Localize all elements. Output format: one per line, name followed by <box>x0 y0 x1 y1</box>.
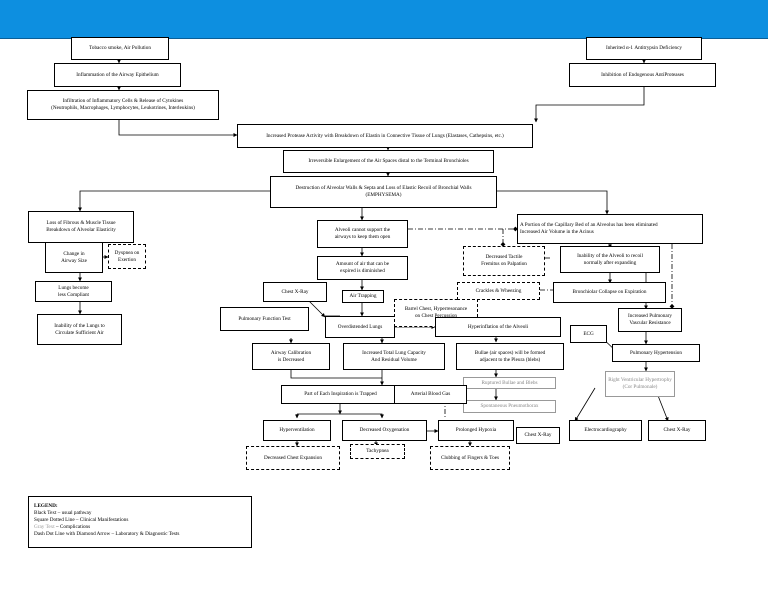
box-infiltration: Infiltration of Inflammatory Cells & Rel… <box>27 90 219 120</box>
box-pft: Pulmonary Function Test <box>220 307 309 331</box>
box-change-airway: Change in Airway Size <box>45 242 103 273</box>
legend-black: Black Text – usual pathway <box>34 510 92 517</box>
box-ruptured: Ruptured Bullae and Blebs <box>463 377 556 389</box>
legend-dash: Dash Dot Line with Diamond Arrow – Labor… <box>34 531 180 538</box>
title-banner <box>0 0 768 39</box>
box-rvh: Right Ventricular Hypertrophy (Cor Pulmo… <box>605 371 675 397</box>
box-increased-pvr: Increased Pulmonary Vascular Resistance <box>618 308 682 332</box>
legend: LEGEND: Black Text – usual pathway Squar… <box>28 496 252 548</box>
legend-grey-label: Gray Text <box>34 524 55 531</box>
box-destruction: Destruction of Alveolar Walls & Septa an… <box>270 176 497 208</box>
box-ecg: ECG <box>570 325 607 343</box>
box-dyspnea: Dyspnea on Exertion <box>108 244 146 269</box>
box-hyperventilation: Hyperventilation <box>263 420 331 441</box>
box-prolonged-hypoxia: Prolonged Hypoxia <box>438 420 514 441</box>
box-decreased-chest-expansion: Decreased Chest Expansion <box>246 446 340 470</box>
box-bullae: Bullae (air spaces) will be formed adjac… <box>456 343 564 370</box>
box-lungs-less-compliant: Lungs become less Compliant <box>35 281 112 302</box>
box-abg: Arterial Blood Gas <box>394 385 467 404</box>
box-air-trapping: Air Trapping <box>342 290 384 303</box>
box-chest-xray-3: Chest X-Ray <box>648 420 706 441</box>
box-inability-circulate: Inability of the Lungs to Circulate Suff… <box>37 314 122 345</box>
box-chest-xray-1: Chest X-Ray <box>263 282 327 302</box>
box-bronchiolar: Bronchiolar Collapse on Expiration <box>553 282 666 303</box>
box-decreased-oxygenation: Decreased Oxygenation <box>342 420 427 441</box>
box-electrocardiography: Electrocardiography <box>569 420 642 441</box>
box-decreased-tactile: Decreased Tactile Fremitus on Palpation <box>463 246 545 276</box>
box-capillary-bed: A Portion of the Capillary Bed of an Alv… <box>517 214 703 244</box>
box-irreversible: Irreversible Enlargement of the Air Spac… <box>283 150 494 173</box>
box-tobacco: Tobacco smoke, Air Pollution <box>71 37 169 60</box>
box-inherited: Inherited α-1 Antitrypsin Deficiency <box>586 37 702 60</box>
legend-grey-rest: – Complications <box>54 524 91 531</box>
box-hyperinflation: Hyperinflation of the Alveoli <box>435 317 561 337</box>
box-inhibition: Inhibition of Endogenous AntiProteases <box>569 63 716 87</box>
box-increased-tlc: Increased Total Lung Capacity And Residu… <box>343 343 445 370</box>
box-amount-air: Amount of air that can be expired is dim… <box>317 256 408 280</box>
box-loss-fibrous: Loss of Fibrous & Muscle Tissue Breakdow… <box>28 211 134 243</box>
box-part-inspiration: Part of Each Inspiration is Trapped <box>281 385 400 404</box>
box-inflammation: Inflammation of the Airway Epithelium <box>54 63 181 87</box>
box-alveoli-cannot: Alveoli cannot support the airways to ke… <box>317 220 408 248</box>
box-chest-xray-2: Chest X-Ray <box>516 427 560 444</box>
legend-grey: Gray Text – Complications <box>34 524 246 531</box>
legend-square: Square Dotted Line – Clinical Manifestat… <box>34 517 129 524</box>
box-overdistended: Overdistended Lungs <box>325 316 395 338</box>
box-tachypnea: Tachypnea <box>350 444 405 459</box>
legend-title: LEGEND: <box>34 503 58 509</box>
box-inability-recoil: Inability of the Alveoli to recoil norma… <box>560 246 660 273</box>
box-protease: Increased Protease Activity with Breakdo… <box>237 124 533 148</box>
box-pulm-htn: Pulmonary Hypertension <box>612 344 700 362</box>
box-pneumothorax: Spontaneous Pneumothorax <box>463 400 556 413</box>
box-clubbing: Clubbing of Fingers & Toes <box>430 446 510 470</box>
box-airway-calibration: Airway Calibration is Decreased <box>252 343 330 370</box>
box-crackles: Crackles & Wheezing <box>457 282 540 300</box>
